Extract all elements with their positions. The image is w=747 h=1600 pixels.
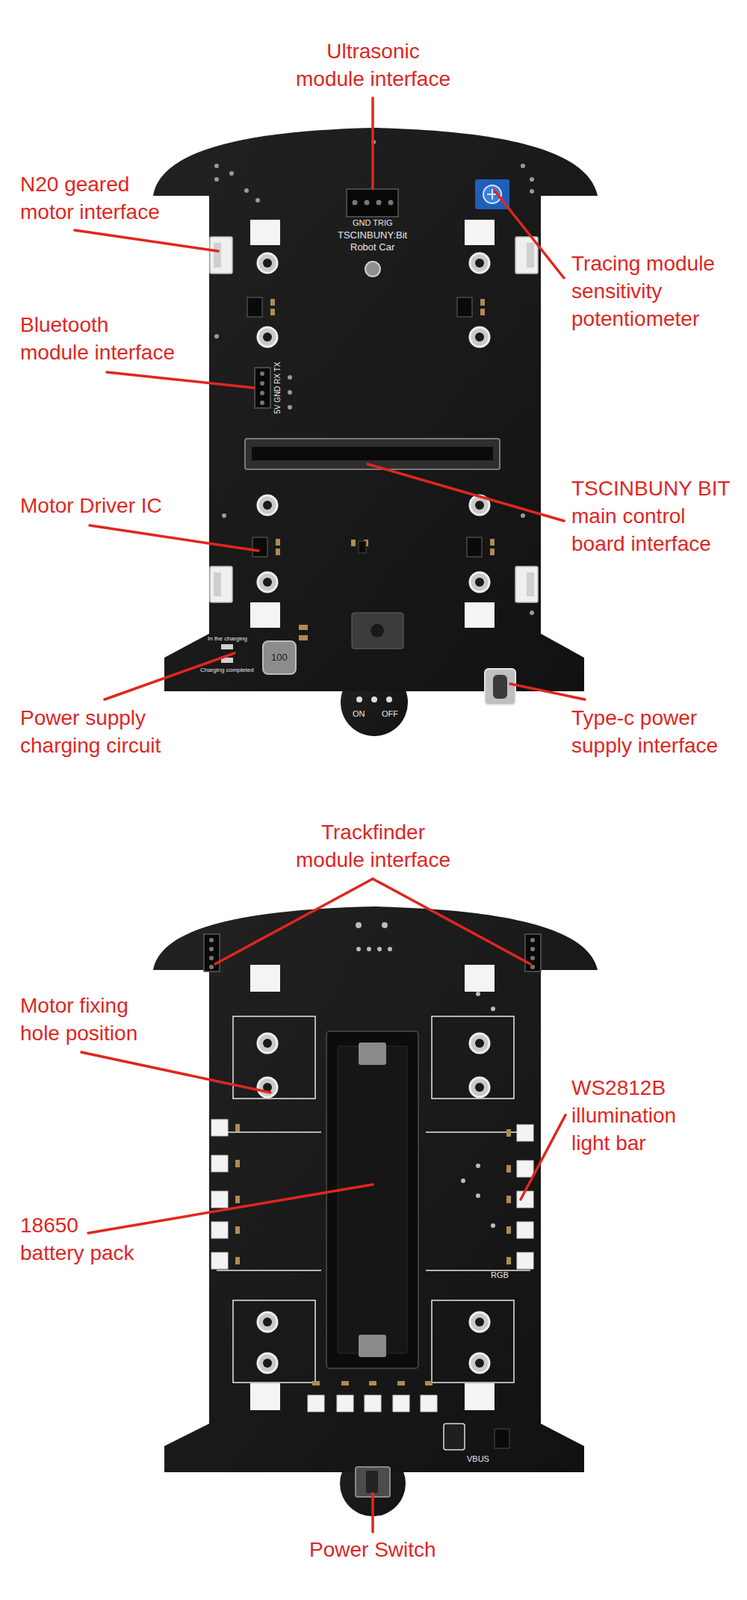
pin-names: 5V GND RX TX xyxy=(273,361,283,414)
leader-lines xyxy=(74,97,585,1532)
callout-label: Motor Driver IC xyxy=(20,491,163,520)
callout-label: TSCINBUNY BIT main control board interfa… xyxy=(571,474,734,558)
callout-label: Power Switch xyxy=(309,1535,437,1563)
callout-label: WS2812B illumination light bar xyxy=(571,1073,680,1157)
silkscreen-text: RGB xyxy=(490,1269,509,1280)
pin-names: GND TRIG xyxy=(352,218,393,228)
callout-label: Type-c power supply interface xyxy=(571,703,721,759)
callout-label: Tracing module sensitivity potentiometer xyxy=(571,249,718,333)
silkscreen-text: Robot Car xyxy=(350,241,395,254)
callout-label: Bluetooth module interface xyxy=(20,310,178,367)
callout-label: 18650 battery pack xyxy=(20,1210,137,1267)
switch-marking: OFF xyxy=(381,708,399,719)
callout-label: Trackfinder module interface xyxy=(294,817,452,874)
silkscreen-text: TSCINBUNY:Bit xyxy=(337,229,408,242)
callout-label: Power supply charging circuit xyxy=(20,703,164,759)
silkscreen-text: In the charging xyxy=(207,634,248,643)
silkscreen-text: VBUS xyxy=(466,1453,490,1464)
component-marking: 100 xyxy=(271,651,288,664)
callout-label: Motor fixing hole position xyxy=(20,991,141,1047)
callout-label: Ultrasonic module interface xyxy=(294,37,452,93)
silkscreen-text: Charging completed xyxy=(200,666,254,674)
switch-marking: ON xyxy=(352,708,366,719)
callout-label: N20 geared motor interface xyxy=(20,170,163,226)
